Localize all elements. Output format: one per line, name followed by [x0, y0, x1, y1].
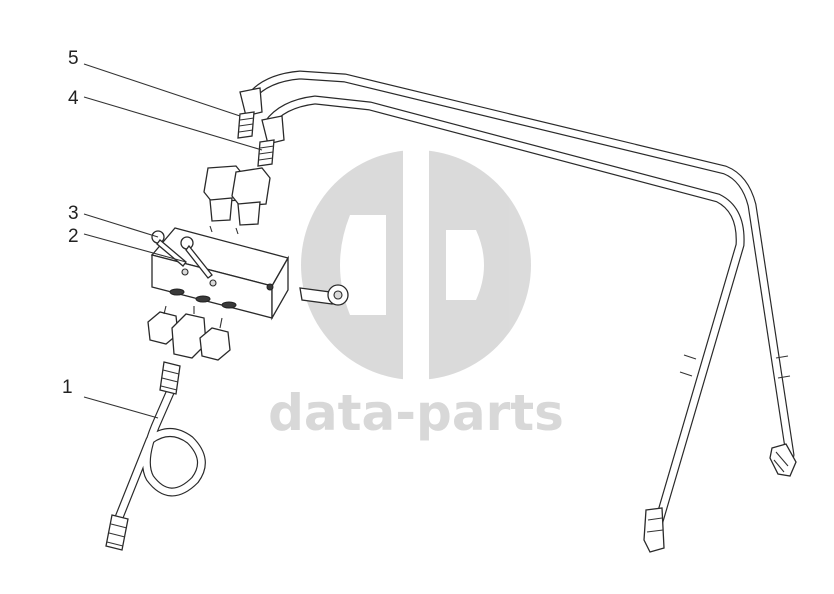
- callout-2: 2: [68, 226, 79, 247]
- callout-5: 5: [68, 48, 79, 69]
- callout-3: 3: [68, 203, 79, 224]
- callout-labels: 5 4 3 2 1: [62, 48, 79, 398]
- hose-fitting-bottom: [105, 514, 129, 551]
- tube-assembly: [245, 70, 797, 553]
- leader-lines: [83, 63, 263, 419]
- bottom-nuts: [147, 305, 231, 361]
- connector-part-4-upper: [257, 115, 285, 167]
- screw-part-2: [180, 236, 213, 279]
- side-elbow-fitting: [299, 284, 349, 306]
- tube-end-fitting-right: [769, 443, 797, 477]
- connector-part-5: [237, 87, 263, 139]
- watermark-logo: [301, 148, 531, 384]
- hose-part-1: [105, 361, 206, 551]
- watermark-text: data-parts: [268, 384, 564, 442]
- callout-4: 4: [68, 88, 79, 109]
- hose-fitting-top: [159, 361, 181, 395]
- tube-end-fitting-left: [643, 507, 665, 553]
- callout-1: 1: [62, 377, 73, 398]
- watermark: data-parts: [268, 148, 564, 442]
- fitting-pair-part-4: [203, 165, 271, 235]
- valve-block: [150, 227, 349, 321]
